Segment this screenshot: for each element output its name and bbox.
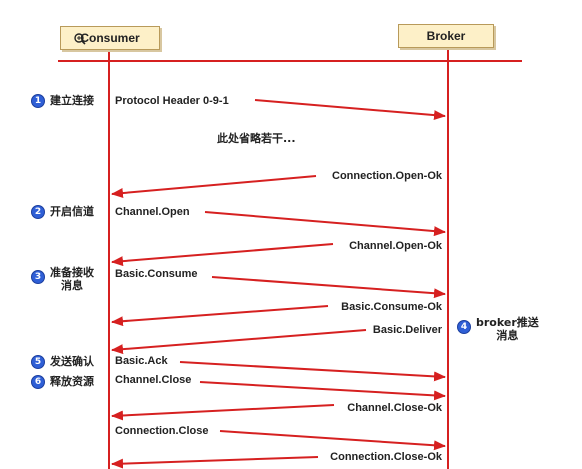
broker-box: Broker: [398, 24, 494, 48]
broker-label: Broker: [426, 29, 466, 43]
step-label: 发送确认: [50, 355, 94, 368]
step-badge: 4: [457, 320, 471, 334]
message-label-channel-open: Channel.Open: [115, 206, 190, 218]
message-arrow: [111, 456, 319, 469]
message-label-basic-deliver: Basic.Deliver: [372, 324, 442, 336]
step-badge: 5: [31, 355, 45, 369]
consumer-box: Consumer: [60, 26, 160, 50]
step-badge: 3: [31, 270, 45, 284]
step-badge: 6: [31, 375, 45, 389]
message-label-basic-consume: Basic.Consume: [115, 268, 198, 280]
step-6: 6 释放资源: [31, 375, 94, 389]
step-label: 准备接收 消息: [50, 266, 94, 292]
step-label: 建立连接: [50, 94, 94, 107]
message-label-basic-consume-ok: Basic.Consume-Ok: [341, 301, 442, 313]
message-arrow: [204, 211, 446, 237]
message-label-protocol-header: Protocol Header 0-9-1: [115, 95, 229, 107]
message-arrow: [111, 243, 334, 267]
message-arrow: [219, 430, 446, 451]
omitted-note: 此处省略若干...: [217, 132, 296, 145]
step-1: 1 建立连接: [31, 94, 94, 108]
message-label-channel-close-ok: Channel.Close-Ok: [347, 402, 442, 414]
zoom-in-icon[interactable]: [74, 32, 86, 50]
message-arrow: [111, 329, 367, 355]
message-arrow: [111, 305, 329, 327]
step-label: 释放资源: [50, 375, 94, 388]
message-arrow: [111, 175, 317, 199]
message-label-connection-open-ok: Connection.Open-Ok: [332, 170, 442, 182]
message-arrow: [199, 381, 446, 401]
consumer-label: Consumer: [80, 31, 140, 45]
step-label: broker推送 消息: [476, 316, 539, 342]
step-2: 2 开启信道: [31, 205, 94, 219]
step-3: 3 准备接收 消息: [31, 266, 94, 292]
message-arrow: [111, 404, 335, 421]
message-arrow: [179, 361, 446, 382]
step-4: 4 broker推送 消息: [457, 316, 539, 342]
message-arrow: [254, 99, 446, 121]
message-label-channel-open-ok: Channel.Open-Ok: [349, 240, 442, 252]
message-label-basic-ack: Basic.Ack: [115, 355, 168, 367]
message-label-connection-close-ok: Connection.Close-Ok: [330, 451, 442, 463]
message-arrow: [211, 276, 446, 299]
step-5: 5 发送确认: [31, 355, 94, 369]
step-badge: 1: [31, 94, 45, 108]
message-label-connection-close: Connection.Close: [115, 425, 209, 437]
message-label-channel-close: Channel.Close: [115, 374, 192, 386]
step-label: 开启信道: [50, 205, 94, 218]
step-badge: 2: [31, 205, 45, 219]
